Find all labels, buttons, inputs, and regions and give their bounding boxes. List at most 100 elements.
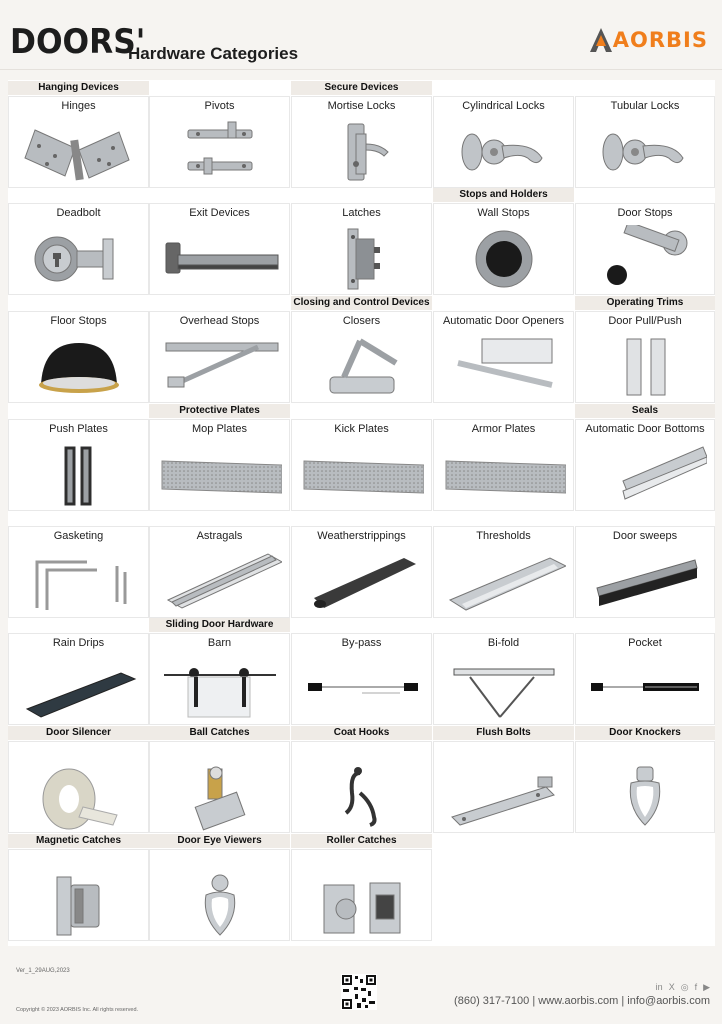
plate-icon [150,438,289,512]
category-tile[interactable]: Weatherstrippings [291,526,432,618]
overhead-stop-icon [150,330,289,404]
group-label: Coat Hooks [291,726,432,740]
category-name: Overhead Stops [179,315,260,327]
group-label: Magnetic Catches [8,834,149,848]
category-name: Push Plates [49,423,108,435]
category-tile[interactable]: Bi-fold [433,633,574,725]
logo-text: AORBIS [612,28,708,52]
category-tile[interactable] [149,741,290,833]
category-tile[interactable]: Tubular Locks [575,96,715,188]
category-tile[interactable]: Latches [291,203,432,295]
lever-lock-icon [434,115,573,189]
exit-device-icon [150,222,289,296]
flush-bolt-icon [434,760,573,834]
category-name: Exit Devices [189,207,250,219]
category-tile[interactable]: Door Pull/Push [575,311,715,403]
copyright-text: Copyright © 2023 AORBIS Inc. All rights … [16,1007,139,1013]
category-tile[interactable]: Door sweeps [575,526,715,618]
category-tile[interactable]: Floor Stops [8,311,149,403]
group-label: Closing and Control Devices [291,296,432,310]
category-tile[interactable]: Mop Plates [149,419,290,511]
category-name: Door Pull/Push [608,315,682,327]
category-tile[interactable]: Deadbolt [8,203,149,295]
gasket-icon [9,545,148,619]
door-sweep-icon [576,545,714,619]
category-tile[interactable]: Gasketing [8,526,149,618]
category-tile[interactable]: Exit Devices [149,203,290,295]
category-tile[interactable] [149,849,290,941]
category-tile[interactable] [291,741,432,833]
version-text: Ver_1_29AUG,2023 [16,968,70,974]
category-tile[interactable]: Hinges [8,96,149,188]
category-tile[interactable]: Wall Stops [433,203,574,295]
magnetic-catch-icon [9,868,148,942]
category-tile[interactable] [291,849,432,941]
category-name: Door Stops [617,207,673,219]
category-tile[interactable]: Closers [291,311,432,403]
aorbis-logo[interactable]: AORBIS [589,26,708,54]
category-tile[interactable]: Pocket [575,633,715,725]
category-tile[interactable]: Automatic Door Openers [433,311,574,403]
category-name: Kick Plates [334,423,389,435]
contact-info[interactable]: (860) 317-7100 | www.aorbis.com | info@a… [454,995,710,1007]
category-tile[interactable]: Mortise Locks [291,96,432,188]
category-tile[interactable] [575,741,715,833]
category-tile[interactable]: Astragals [149,526,290,618]
category-tile[interactable] [8,741,149,833]
group-label: Stops and Holders [433,188,574,202]
category-tile[interactable]: Push Plates [8,419,149,511]
category-tile[interactable] [8,849,149,941]
category-tile[interactable]: Armor Plates [433,419,574,511]
category-name: Floor Stops [50,315,107,327]
logo-mark-icon [589,28,612,52]
x-icon[interactable]: X [668,982,675,992]
category-tile[interactable]: Cylindrical Locks [433,96,574,188]
group-label: Door Knockers [575,726,715,740]
bypass-icon [292,652,431,726]
floor-stop-icon [9,330,148,404]
category-tile[interactable]: Thresholds [433,526,574,618]
group-label: Protective Plates [149,404,290,418]
category-tile[interactable]: Kick Plates [291,419,432,511]
category-name: Bi-fold [487,637,520,649]
silencer-icon [9,760,148,834]
category-name: Armor Plates [471,423,536,435]
qr-code-icon[interactable] [341,974,377,1010]
category-grid: Hanging Devices Secure Devices Stops and… [8,80,715,946]
group-label: Flush Bolts [433,726,574,740]
category-name: Tubular Locks [610,100,680,112]
facebook-icon[interactable]: f [694,982,698,992]
category-tile[interactable]: By-pass [291,633,432,725]
youtube-icon[interactable]: ▶ [703,982,710,992]
category-tile[interactable]: Barn [149,633,290,725]
latch-icon [292,222,431,296]
category-name: Deadbolt [56,207,101,219]
category-tile[interactable]: Rain Drips [8,633,149,725]
category-tile[interactable] [433,741,574,833]
closer-icon [292,330,431,404]
group-label: Door Silencer [8,726,149,740]
category-tile[interactable]: Door Stops [575,203,715,295]
category-name: By-pass [341,637,382,649]
linkedin-icon[interactable]: in [655,982,663,992]
category-name: Wall Stops [477,207,530,219]
category-name: Pocket [628,637,662,649]
category-name: Pivots [204,100,235,112]
category-tile[interactable]: Overhead Stops [149,311,290,403]
category-name: Thresholds [476,530,531,542]
instagram-icon[interactable]: ◎ [680,982,689,992]
category-name: Cylindrical Locks [462,100,545,112]
knocker-icon [576,760,714,834]
social-links: in X ◎ f ▶ [656,982,710,993]
group-label: Operating Trims [575,296,715,310]
category-tile[interactable]: Automatic Door Bottoms [575,419,715,511]
door-opener-icon [434,330,573,404]
roller-catch-icon [292,868,431,942]
group-label: Ball Catches [149,726,290,740]
page-header: DOORS' Hardware Categories AORBIS [0,0,722,70]
category-name: Hinges [61,100,96,112]
barn-door-icon [150,652,289,726]
category-tile[interactable]: Pivots [149,96,290,188]
category-name: Automatic Door Bottoms [585,423,705,435]
group-label: Secure Devices [291,81,432,95]
